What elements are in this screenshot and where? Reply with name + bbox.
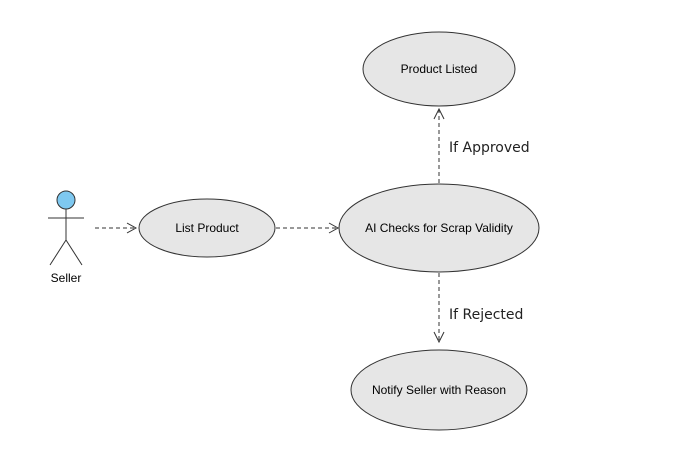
use-case-product-listed[interactable]: Product Listed: [362, 31, 516, 107]
edge-label-rejected: If Rejected: [449, 307, 523, 323]
actor-left-leg: [49, 239, 67, 266]
edge-ai-checks-to-product-listed: If Approved: [433, 107, 530, 183]
arrow-head-icon: [433, 331, 445, 344]
edge-label-approved: If Approved: [449, 140, 530, 156]
use-case-ellipse: [138, 198, 276, 258]
arrow-head-icon: [433, 107, 445, 120]
arrow-head-icon: [126, 222, 138, 234]
use-case-label: AI Checks for Scrap Validity: [365, 221, 513, 235]
actor-seller[interactable]: Seller: [48, 190, 84, 285]
use-case-ellipse: [362, 31, 516, 107]
use-case-list-product[interactable]: List Product: [138, 198, 276, 258]
use-case-label: List Product: [175, 221, 239, 235]
arrow-head-icon: [328, 222, 340, 234]
edge-seller-to-list-product: [95, 222, 138, 234]
use-case-ellipse: [350, 349, 528, 431]
edge-list-product-to-ai-checks: [276, 222, 340, 234]
edge-ai-checks-to-notify-seller: If Rejected: [433, 273, 523, 344]
actor-label: Seller: [51, 271, 82, 285]
use-case-notify-seller[interactable]: Notify Seller with Reason: [350, 349, 528, 431]
use-case-ai-checks[interactable]: AI Checks for Scrap Validity: [338, 183, 540, 273]
use-case-label: Notify Seller with Reason: [372, 383, 506, 397]
actor-head: [56, 190, 76, 210]
actor-right-leg: [65, 239, 83, 266]
use-case-ellipse: [338, 183, 540, 273]
use-case-label: Product Listed: [401, 62, 478, 76]
